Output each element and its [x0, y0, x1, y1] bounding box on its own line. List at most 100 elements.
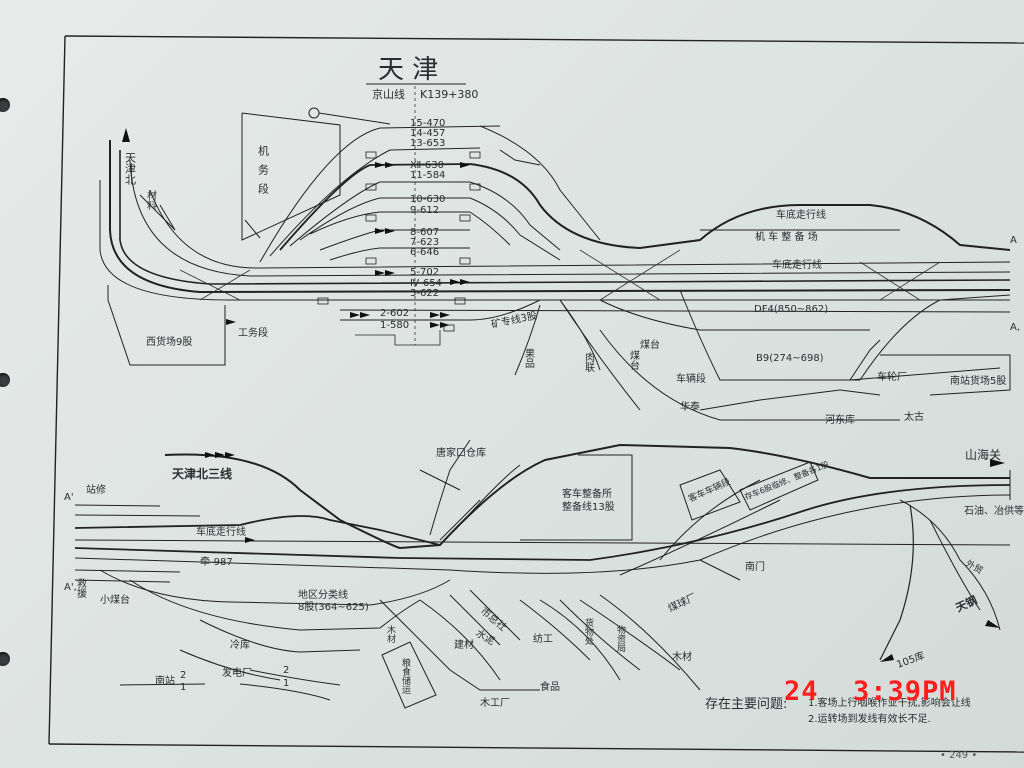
signal-arrows: [122, 128, 470, 328]
label-textile: 纺工: [533, 632, 553, 645]
grain-outline: [381, 641, 437, 709]
frame-border: [64, 35, 1024, 44]
problem-item-2: 2.运转场到发线有效长不足.: [808, 712, 931, 725]
label-cement: 水泥: [474, 626, 498, 647]
label-south-freight: 南站货场5股: [950, 374, 1006, 387]
label-105-depot: 105库: [895, 649, 927, 671]
label-chassis-line-mid: 车底走行线: [772, 258, 822, 271]
label-station-repair: 站修: [86, 483, 106, 496]
label-area-sort: 地区分类线: [298, 588, 348, 601]
page-title: 天 津: [378, 55, 438, 85]
label-fruit: 果品: [523, 348, 535, 369]
camera-date-stamp: 24 3:39PM: [784, 676, 957, 707]
track-label: 10-630: [410, 194, 445, 205]
upper-region-outlines: [107, 107, 1011, 411]
track-label: 3-622: [410, 288, 439, 299]
track-label: 1-580: [380, 320, 409, 331]
lower-labels: 天津北三线 唐家口仓库 山海关 客车整备所 整备线13股 客车车辆段 存车6股临…: [64, 446, 1024, 709]
binder-hole: [0, 652, 10, 666]
label-t2b: 2: [283, 665, 289, 676]
upper-yard-tracks: [99, 125, 1011, 421]
label-material: 材料: [145, 189, 157, 211]
lower-region-outlines: [381, 454, 1011, 709]
track-label: Ⅻ-630: [410, 160, 444, 171]
upper-crossovers: [179, 249, 941, 301]
label-tangjiakou: 唐家口仓库: [436, 446, 486, 459]
label-t2: 2: [180, 670, 186, 681]
passenger-vehicle-outline: [679, 469, 741, 521]
frame-border-bottom: [48, 743, 1024, 753]
track-label: 15-470: [410, 118, 445, 129]
track-number-labels: 15-470 14-457 13-653 Ⅻ-630 11-584 10-630…: [380, 118, 445, 331]
label-passenger-prep-2: 整备线13股: [562, 500, 615, 513]
label-meat: 肉联: [583, 351, 595, 373]
label-passenger-prep: 客车整备所: [562, 487, 612, 500]
west-freight-outline: [107, 285, 226, 366]
stock6-outline: [739, 461, 819, 511]
label-goods-depot: 货物处: [583, 617, 594, 646]
label-materials-bureau: 物资局: [615, 624, 626, 653]
label-foods: 食品: [540, 680, 560, 693]
label-mine-line: 矿专线3股: [490, 309, 538, 331]
label-works-section: 工务段: [238, 326, 268, 339]
upper-labels: 天津北 材料 机务段 西货场9股 工务段 车底走行线 机 车 整 备 场 车底走…: [124, 144, 1021, 426]
track-label: 11-584: [410, 170, 445, 181]
km-marker: K139+380: [420, 88, 478, 101]
label-t1b: 1: [283, 678, 289, 689]
south-freight-outline: [880, 354, 1011, 396]
label-a-left-bottom: A',: [64, 582, 77, 593]
turntable: [308, 107, 320, 119]
track-label: Ⅳ-654: [410, 278, 442, 289]
track-label: 9-612: [410, 205, 439, 216]
label-coal-yard: 煤台: [640, 338, 660, 351]
label-outside-trade: 外贸: [964, 557, 986, 576]
problems-title: 存在主要问题:: [705, 697, 787, 712]
label-tianjin-north: 天津北: [124, 152, 137, 185]
label-coal-factory: 煤球厂: [666, 590, 699, 614]
label-df4: DF4(850~862): [754, 304, 828, 315]
track-label: 7-623: [410, 237, 439, 248]
label-taigu: 太古: [904, 410, 924, 423]
label-a-left-top: A': [64, 492, 74, 503]
label-hedong: 河东库: [825, 413, 855, 426]
label-depot: 机务段: [257, 144, 270, 202]
binder-hole: [0, 98, 10, 112]
label-chassis-line-top: 车底走行线: [776, 208, 826, 221]
page-number: • 249 •: [940, 750, 978, 761]
passenger-prep-outline: [520, 454, 633, 541]
frame-border-left: [48, 35, 66, 745]
label-vehicle-section: 车辆段: [676, 372, 706, 385]
label-building: 建材: [454, 638, 474, 651]
label-wood-factory: 木工厂: [480, 697, 510, 709]
track-end-boxes: [317, 151, 481, 346]
label-coal-yard-2: 煤台: [628, 349, 640, 371]
label-south-gate: 南门: [745, 560, 765, 573]
label-b9: B9(274~698): [756, 353, 824, 364]
track-label: 5-702: [410, 267, 439, 278]
label-qian987: 牵-987: [200, 556, 233, 568]
label-rolling-stock: 机 车 整 备 场: [755, 230, 818, 243]
label-cold: 冷库: [230, 638, 250, 651]
track-label: 2-602: [380, 308, 409, 319]
label-huaxia: 华泰: [680, 400, 700, 413]
label-wood-2: 木材: [672, 650, 692, 663]
track-label: 8-607: [410, 227, 439, 238]
label-a-right-top: A: [1010, 235, 1017, 246]
label-small-coal: 小煤台: [100, 593, 130, 606]
label-tianjin-north-3: 天津北三线: [172, 466, 232, 481]
lower-yard-tracks: [74, 439, 1011, 701]
label-a-right-bottom: A,: [1010, 322, 1020, 333]
label-wood: 木材: [385, 624, 396, 643]
label-wheel-factory: 车轮厂: [877, 370, 907, 383]
label-south-station: 南站: [155, 674, 175, 687]
label-shanhaiguan: 山海关: [965, 447, 1001, 462]
line-name: 京山线: [372, 87, 405, 101]
label-power-plant: 发电厂: [222, 666, 252, 679]
binder-hole: [0, 373, 10, 387]
label-rescue: 救援: [75, 577, 87, 599]
depot-outline: [241, 112, 341, 241]
label-t1: 1: [180, 682, 186, 693]
track-label: 14-457: [410, 128, 445, 139]
